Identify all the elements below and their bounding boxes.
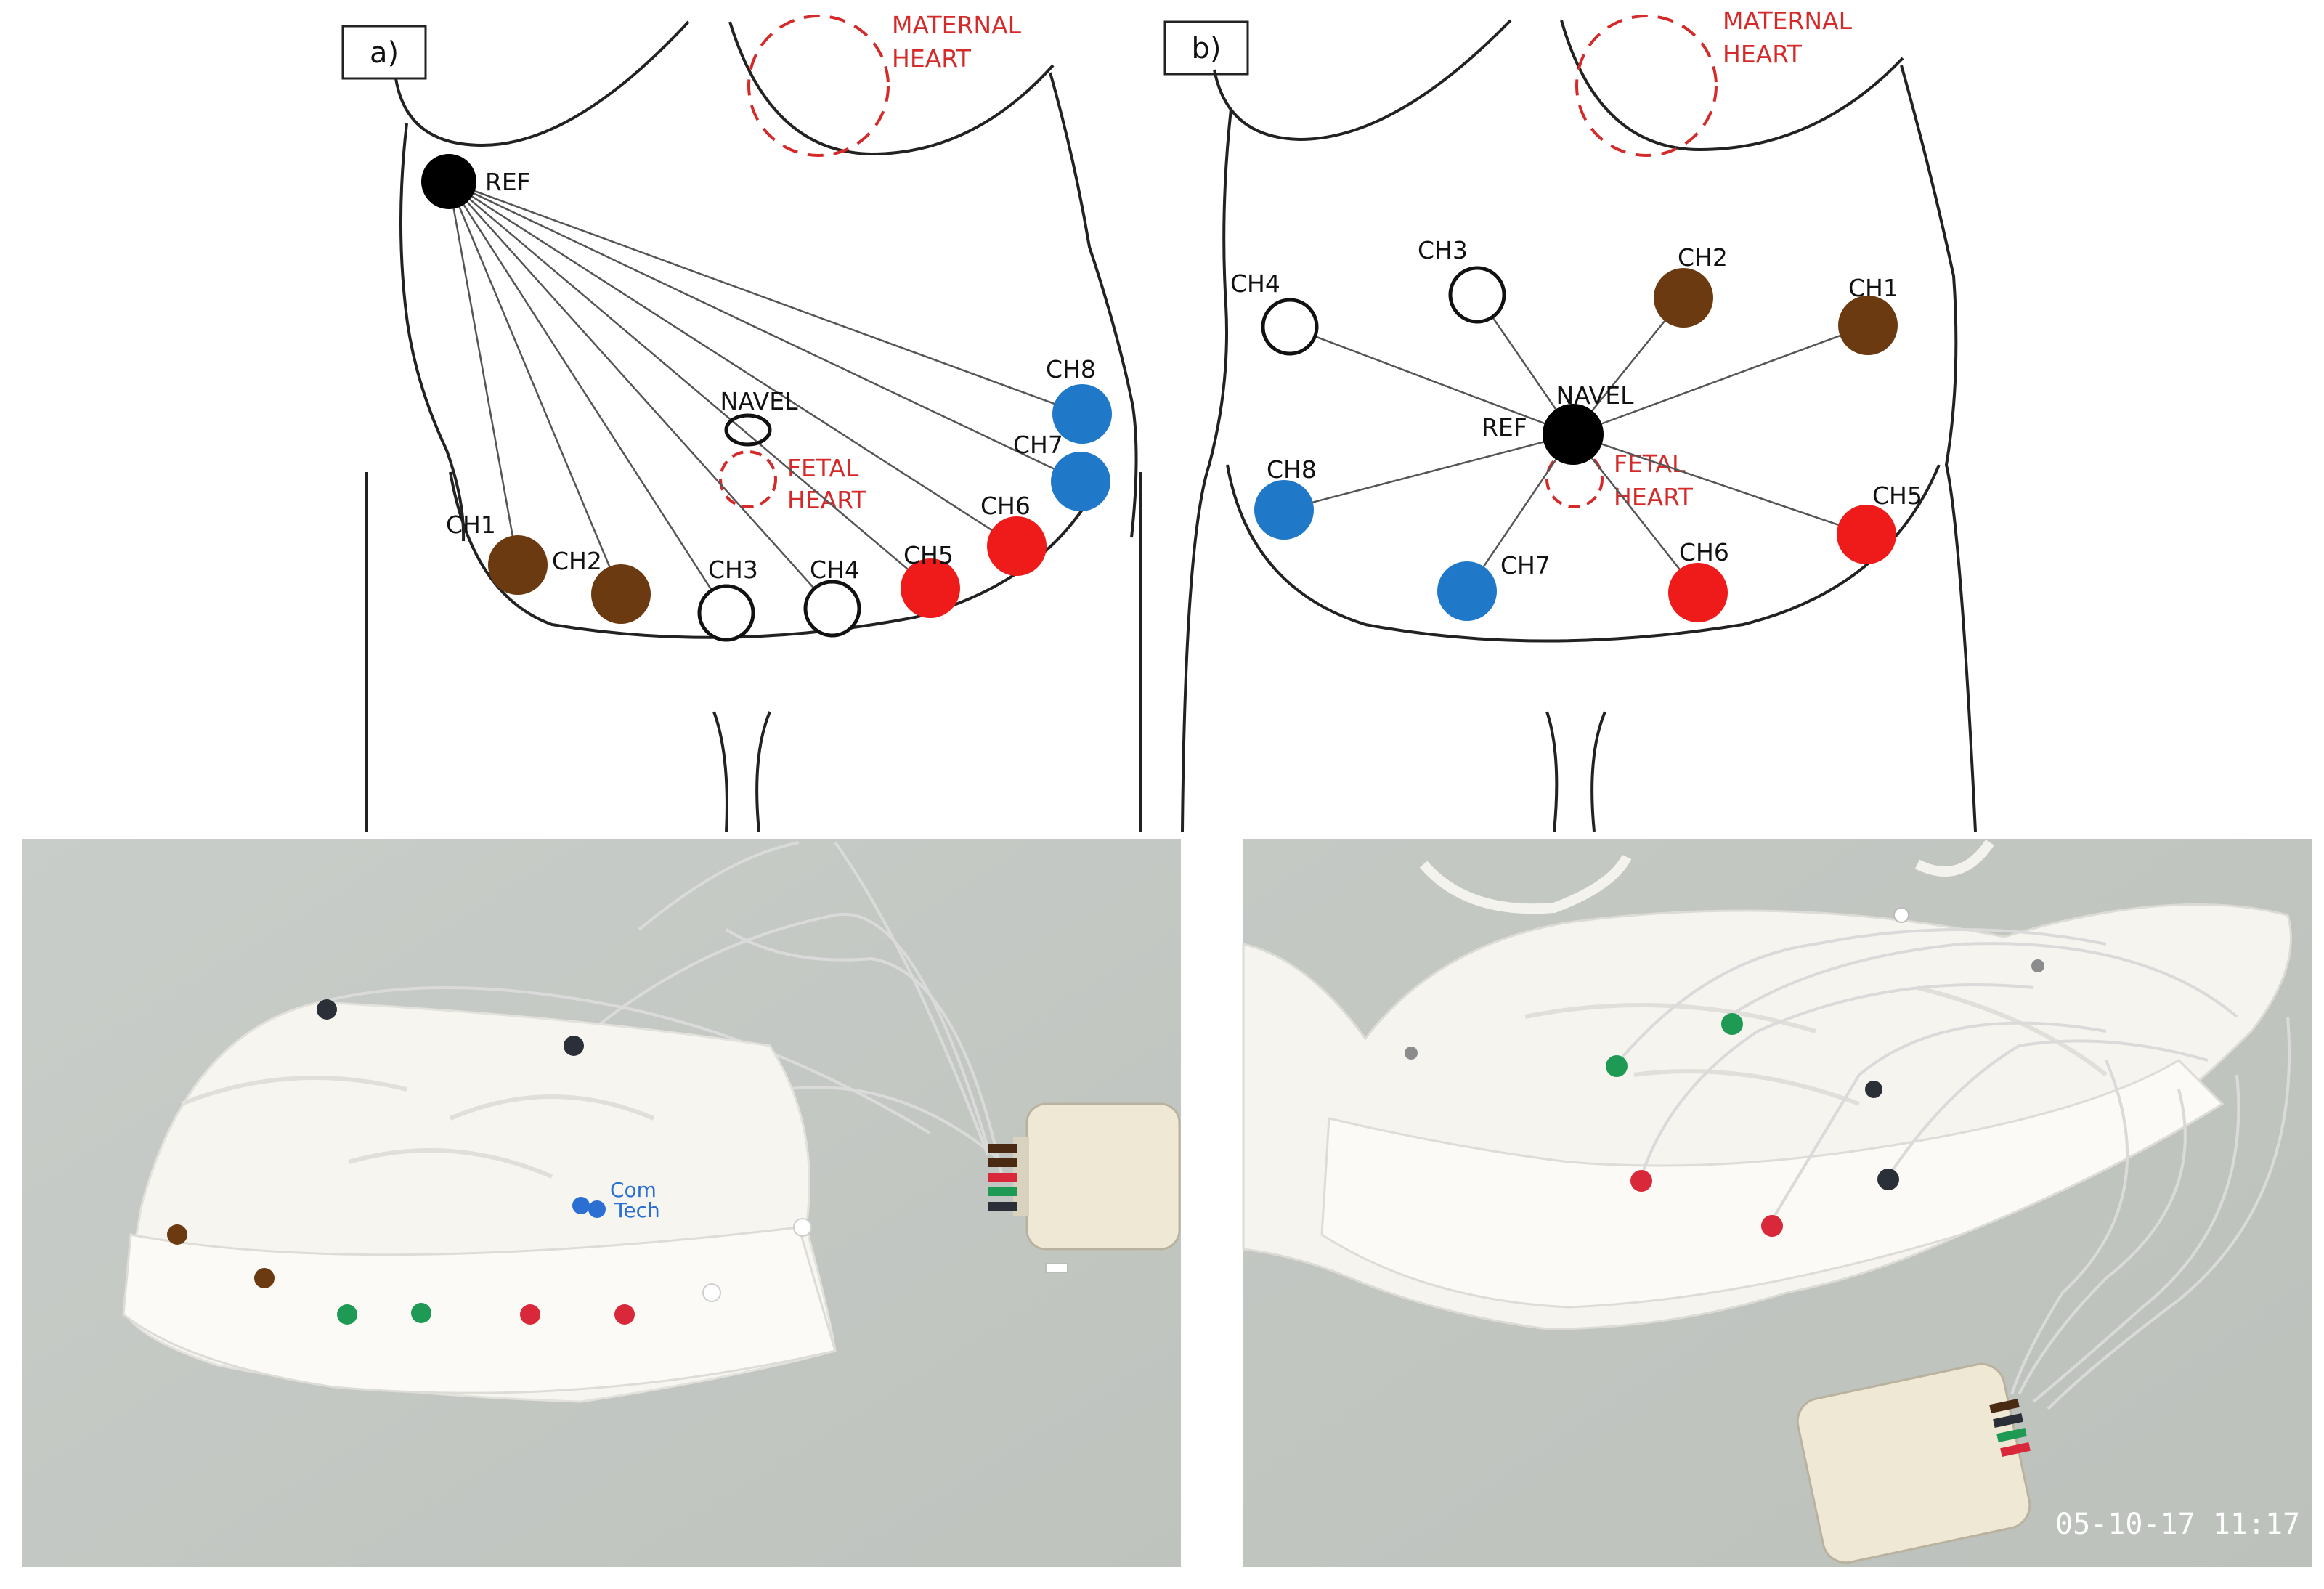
fetal-heart-marker xyxy=(1545,450,1604,508)
electrode-ch7-label: CH7 xyxy=(1500,551,1551,580)
electrode-ch6 xyxy=(1668,563,1728,622)
photo-right: 05-10-17 11:17 xyxy=(1242,839,2312,1567)
electrode-snaps xyxy=(167,999,812,1325)
electrode-ch7 xyxy=(1051,452,1110,511)
fetal-heart-marker xyxy=(719,450,777,508)
photo-left: Com Tech xyxy=(22,839,1181,1567)
photo-timestamp: 05-10-17 11:17 xyxy=(2055,1508,2300,1541)
maternal-heart-label-line1: MATERNAL xyxy=(1723,7,1853,35)
electrode-ch4 xyxy=(803,580,861,638)
reference-electrode xyxy=(1543,404,1604,465)
electrode-ch8-label: CH8 xyxy=(1267,455,1317,484)
panel-label-box xyxy=(341,25,427,80)
navel-label: NAVEL xyxy=(720,387,799,415)
electrode-ch3-label: CH3 xyxy=(708,556,758,584)
electrode-ch1-label: CH1 xyxy=(446,511,496,539)
electrode-ch2-label: CH2 xyxy=(552,547,602,575)
electrode-ch7-label: CH7 xyxy=(1013,431,1063,459)
electrode-ch5-label: CH5 xyxy=(1872,481,1922,510)
reference-electrode xyxy=(421,154,476,209)
electrode-ch1 xyxy=(488,535,548,595)
maternal-heart-marker xyxy=(1575,15,1718,157)
navel-label: NAVEL xyxy=(1556,381,1635,410)
diagram-panel-b: b) MATERNAL HEART FETAL HEART xyxy=(1163,7,1977,832)
electrode-ch5-label: CH5 xyxy=(903,541,954,569)
electrode-ch3 xyxy=(697,584,755,642)
electrode-ch8-label: CH8 xyxy=(1046,355,1096,383)
electrode-ch6-label: CH6 xyxy=(980,492,1031,520)
reference-label: REF xyxy=(485,168,531,196)
body-outline xyxy=(365,20,1142,832)
maternal-heart-label-line2: HEART xyxy=(892,44,972,73)
recorder-box xyxy=(1796,1362,2031,1564)
electrode-ch1-label: CH1 xyxy=(1848,274,1898,302)
electrode-ch1 xyxy=(1838,296,1898,355)
lead-cables xyxy=(1618,928,2291,1410)
electrode-ch2-label: CH2 xyxy=(1678,243,1728,272)
electrode-ch2 xyxy=(591,564,651,624)
navel-marker xyxy=(724,413,772,447)
garment-folds xyxy=(180,1076,655,1179)
garment-band xyxy=(1320,1059,2225,1309)
garment-logo: Com Tech xyxy=(572,1178,660,1222)
electrode-ch2 xyxy=(1654,268,1713,328)
electrode-ch3 xyxy=(1448,266,1506,324)
lead-wires xyxy=(447,180,1083,614)
fetal-heart-label-line2: HEART xyxy=(1614,483,1694,511)
maternal-heart-label-line2: HEART xyxy=(1723,40,1803,68)
electrode-ch4-label: CH4 xyxy=(810,556,860,584)
electrode-ch8 xyxy=(1052,384,1112,444)
body-outline xyxy=(1181,19,1977,832)
electrode-ch6-label: CH6 xyxy=(1679,538,1729,566)
electrode-ch4-label: CH4 xyxy=(1230,269,1280,298)
diagram-panel-a: a) MATERNAL HEART FETAL HEART xyxy=(341,11,1142,832)
recorder-box xyxy=(988,1102,1181,1273)
panel-label: b) xyxy=(1192,32,1222,65)
electrode-ch8 xyxy=(1254,480,1314,540)
panel-label-box xyxy=(1163,20,1249,76)
electrode-snaps xyxy=(1405,907,2044,1237)
electrode-ch7 xyxy=(1437,561,1497,621)
garment-straps xyxy=(1419,840,1994,914)
logo-line1: Com xyxy=(610,1178,657,1202)
electrode-ch5 xyxy=(901,558,960,618)
logo-line2: Tech xyxy=(614,1198,660,1222)
electrode-ch5 xyxy=(1837,505,1896,564)
maternal-heart-marker xyxy=(747,15,890,157)
electrode-ch3-label: CH3 xyxy=(1418,236,1468,264)
maternal-heart-label-line1: MATERNAL xyxy=(892,11,1022,39)
panel-label: a) xyxy=(370,36,399,70)
garment-band xyxy=(122,1226,837,1394)
fetal-heart-label-line1: FETAL xyxy=(787,454,859,482)
electrode-ch6 xyxy=(987,516,1047,576)
fetal-heart-label-line1: FETAL xyxy=(1614,450,1686,478)
electrode-ch4 xyxy=(1261,298,1319,356)
reference-label: REF xyxy=(1482,413,1527,442)
